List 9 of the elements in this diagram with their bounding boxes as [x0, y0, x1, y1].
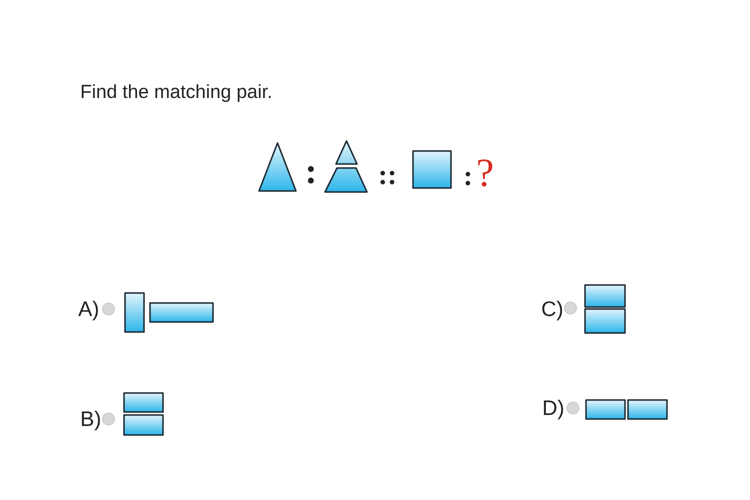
option-label: A)	[78, 300, 98, 320]
question-text: Find the matching pair.	[82, 84, 271, 102]
question-mark: ?	[478, 160, 492, 187]
option-label: D)	[544, 400, 564, 420]
colon: :	[466, 172, 470, 186]
option-label: B)	[82, 410, 100, 430]
option-label: C)	[542, 300, 562, 320]
double-colon: ::	[380, 170, 394, 184]
colon: :	[308, 166, 314, 184]
